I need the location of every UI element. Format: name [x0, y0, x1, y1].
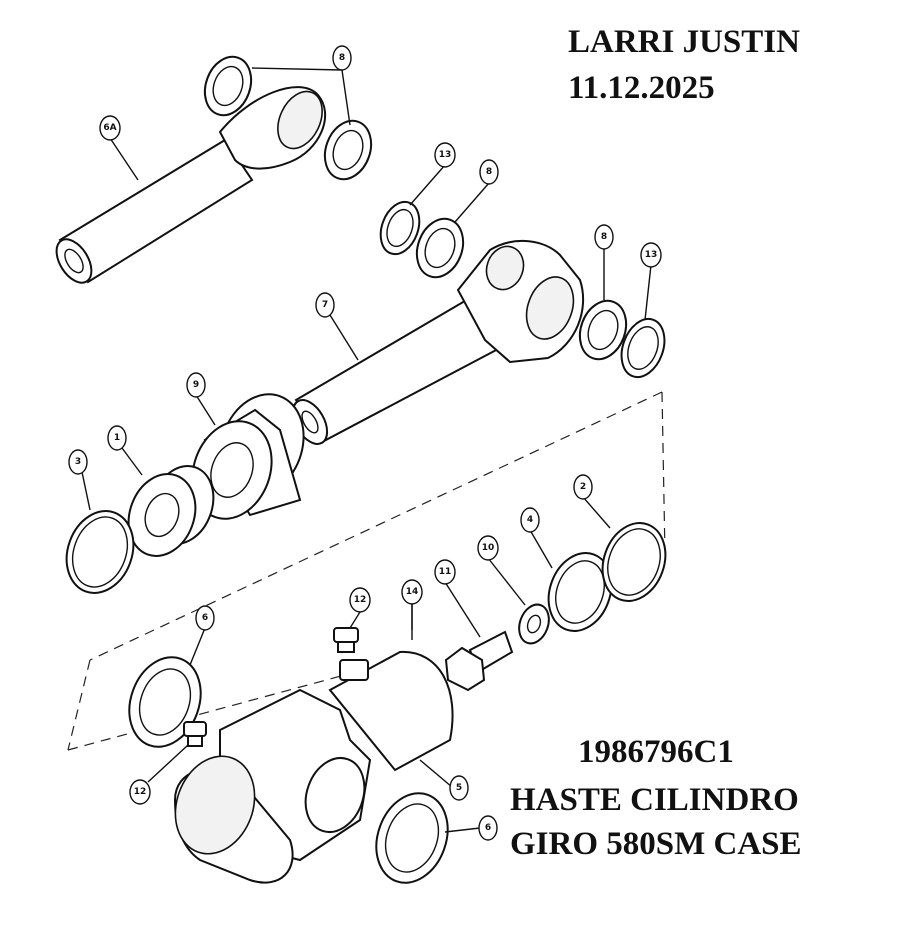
part-13-seal-right: [620, 317, 666, 379]
callout-6-bottom-label: 6: [485, 823, 491, 833]
part-6-seal-top: [128, 656, 202, 748]
part-3-ring: [65, 510, 135, 594]
part-12-plug-bottom: [183, 721, 207, 747]
part-10-washer: [518, 603, 550, 645]
callout-12-top-label: 12: [354, 595, 367, 605]
callout-6-bottom: 6: [478, 815, 498, 841]
part-8-bushing-right: [578, 299, 628, 361]
callout-14-label: 14: [406, 587, 419, 597]
callout-5-label: 5: [456, 783, 462, 793]
part-1-piston: [127, 465, 215, 557]
callout-1-label: 1: [114, 433, 120, 443]
callout-9-label: 9: [193, 380, 199, 390]
callout-10-label: 10: [482, 543, 495, 553]
part-8-bushing-middle: [415, 217, 465, 279]
part-13-seal-left: [379, 200, 421, 256]
callout-5: 5: [449, 775, 469, 801]
callout-6-top: 6: [195, 605, 215, 631]
callout-6a: 6A: [99, 115, 121, 141]
callout-3: 3: [68, 449, 88, 475]
callout-13-b: 13: [640, 242, 662, 268]
callout-9: 9: [186, 372, 206, 398]
callout-3-label: 3: [75, 457, 81, 467]
part-2-ring: [601, 522, 667, 602]
callout-8-c: 8: [594, 224, 614, 250]
callout-7-label: 7: [322, 300, 328, 310]
callout-11-label: 11: [439, 567, 452, 577]
part-12-plug-top: [333, 627, 359, 653]
part-number: 1986796C1: [578, 734, 734, 770]
callout-4-label: 4: [527, 515, 533, 525]
callout-6-top-label: 6: [202, 613, 208, 623]
callout-7: 7: [315, 292, 335, 318]
part-7-piston-rod: [291, 239, 585, 445]
callout-8-top-label: 8: [339, 53, 345, 63]
author-name: LARRI JUSTIN: [568, 24, 800, 60]
part-11-bolt: [444, 630, 514, 692]
part-5-cylinder-housing: [173, 650, 454, 884]
part-8-bushing-upper-right: [323, 119, 373, 181]
callout-8-b: 8: [479, 159, 499, 185]
callout-2-label: 2: [580, 482, 586, 492]
callout-6a-label: 6A: [103, 123, 116, 133]
callout-8-c-label: 8: [601, 232, 607, 242]
part-8-bushing-upper-left: [203, 55, 253, 117]
callout-1: 1: [107, 425, 127, 451]
callout-12-bottom-label: 12: [134, 787, 147, 797]
leader-lines: [81, 67, 652, 833]
callout-13-a-label: 13: [439, 150, 452, 160]
callout-8-b-label: 8: [486, 167, 492, 177]
callout-11: 11: [434, 559, 456, 585]
part-description-line-1: HASTE CILINDRO: [510, 782, 799, 818]
callout-2: 2: [573, 474, 593, 500]
part-6-seal-bottom: [375, 792, 449, 884]
part-4-wear-ring: [547, 552, 613, 632]
part-6a-rod-eye: [55, 86, 327, 284]
callout-13-b-label: 13: [645, 250, 658, 260]
callout-4: 4: [520, 507, 540, 533]
callout-14: 14: [401, 579, 423, 605]
callout-8-top: 8: [332, 45, 352, 71]
callout-10: 10: [477, 535, 499, 561]
callout-12-bottom: 12: [129, 779, 151, 805]
part-description-line-2: GIRO 580SM CASE: [510, 826, 802, 862]
date-label: 11.12.2025: [568, 70, 715, 106]
callout-12-top: 12: [349, 587, 371, 613]
callout-13-a: 13: [434, 142, 456, 168]
assembly-dashed-outline: [67, 391, 666, 751]
